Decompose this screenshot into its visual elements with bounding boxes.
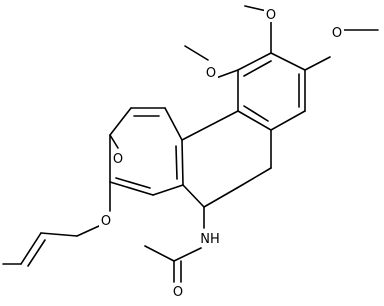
atom-o-amide: O <box>173 285 183 300</box>
seven-membered-ring <box>181 110 272 208</box>
benzene-ring <box>237 52 306 131</box>
atom-labels: O O O O O NH O <box>99 6 344 300</box>
methoxy-left <box>184 45 239 79</box>
atom-o-ether: O <box>101 214 111 229</box>
ketone-bond <box>109 134 119 149</box>
atom-o-methoxy-top: O <box>266 8 276 23</box>
atom-nh: NH <box>200 232 220 247</box>
tropolone-ring <box>109 107 184 196</box>
atom-o-methoxy-left: O <box>206 66 216 81</box>
butenyloxy-chain <box>2 181 111 267</box>
atom-o-methoxy-right: O <box>332 26 342 41</box>
methoxy-right <box>304 29 379 71</box>
atom-o-ketone: O <box>113 152 123 167</box>
acetamide-group <box>144 206 205 283</box>
